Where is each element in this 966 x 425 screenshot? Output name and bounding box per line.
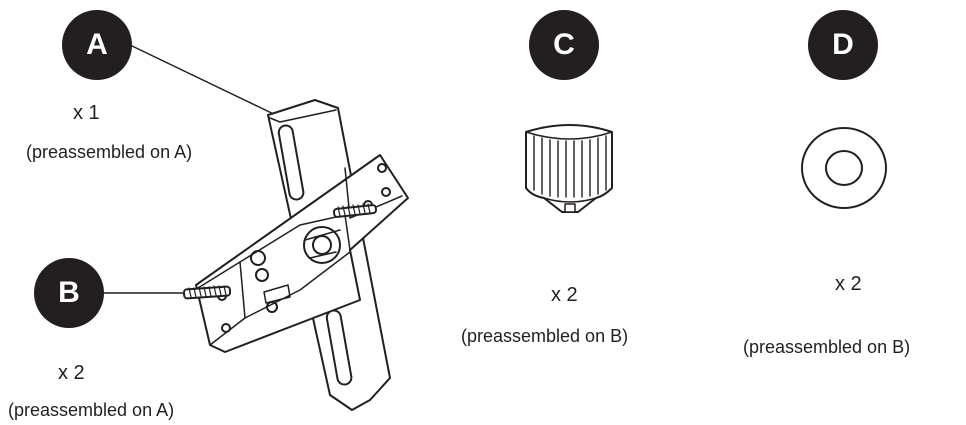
part-d-letter: D <box>832 28 854 61</box>
part-a-letter: A <box>86 28 108 61</box>
mounting-bracket-icon <box>195 99 409 411</box>
part-d-note: (preassembled on B) <box>743 337 911 357</box>
part-c-note: (preassembled on B) <box>461 326 629 346</box>
knurled-nut-icon <box>525 124 613 213</box>
part-b-badge: B <box>34 258 104 328</box>
part-a-badge: A <box>62 10 132 80</box>
part-d-quantity: x 2 <box>835 273 862 295</box>
part-b-quantity: x 2 <box>58 362 85 384</box>
washer-icon <box>801 127 887 209</box>
part-a-note: (preassembled on A) <box>26 142 193 162</box>
part-b-letter: B <box>58 276 80 309</box>
part-c-badge: C <box>529 10 599 80</box>
screw-icon <box>332 203 378 218</box>
part-a-quantity: x 1 <box>73 102 100 124</box>
leader-line-a <box>129 44 283 119</box>
part-c-letter: C <box>553 28 575 61</box>
part-b-note: (preassembled on A) <box>8 400 175 420</box>
screw-icon <box>182 285 232 300</box>
part-c-quantity: x 2 <box>551 284 578 306</box>
part-d-badge: D <box>808 10 878 80</box>
